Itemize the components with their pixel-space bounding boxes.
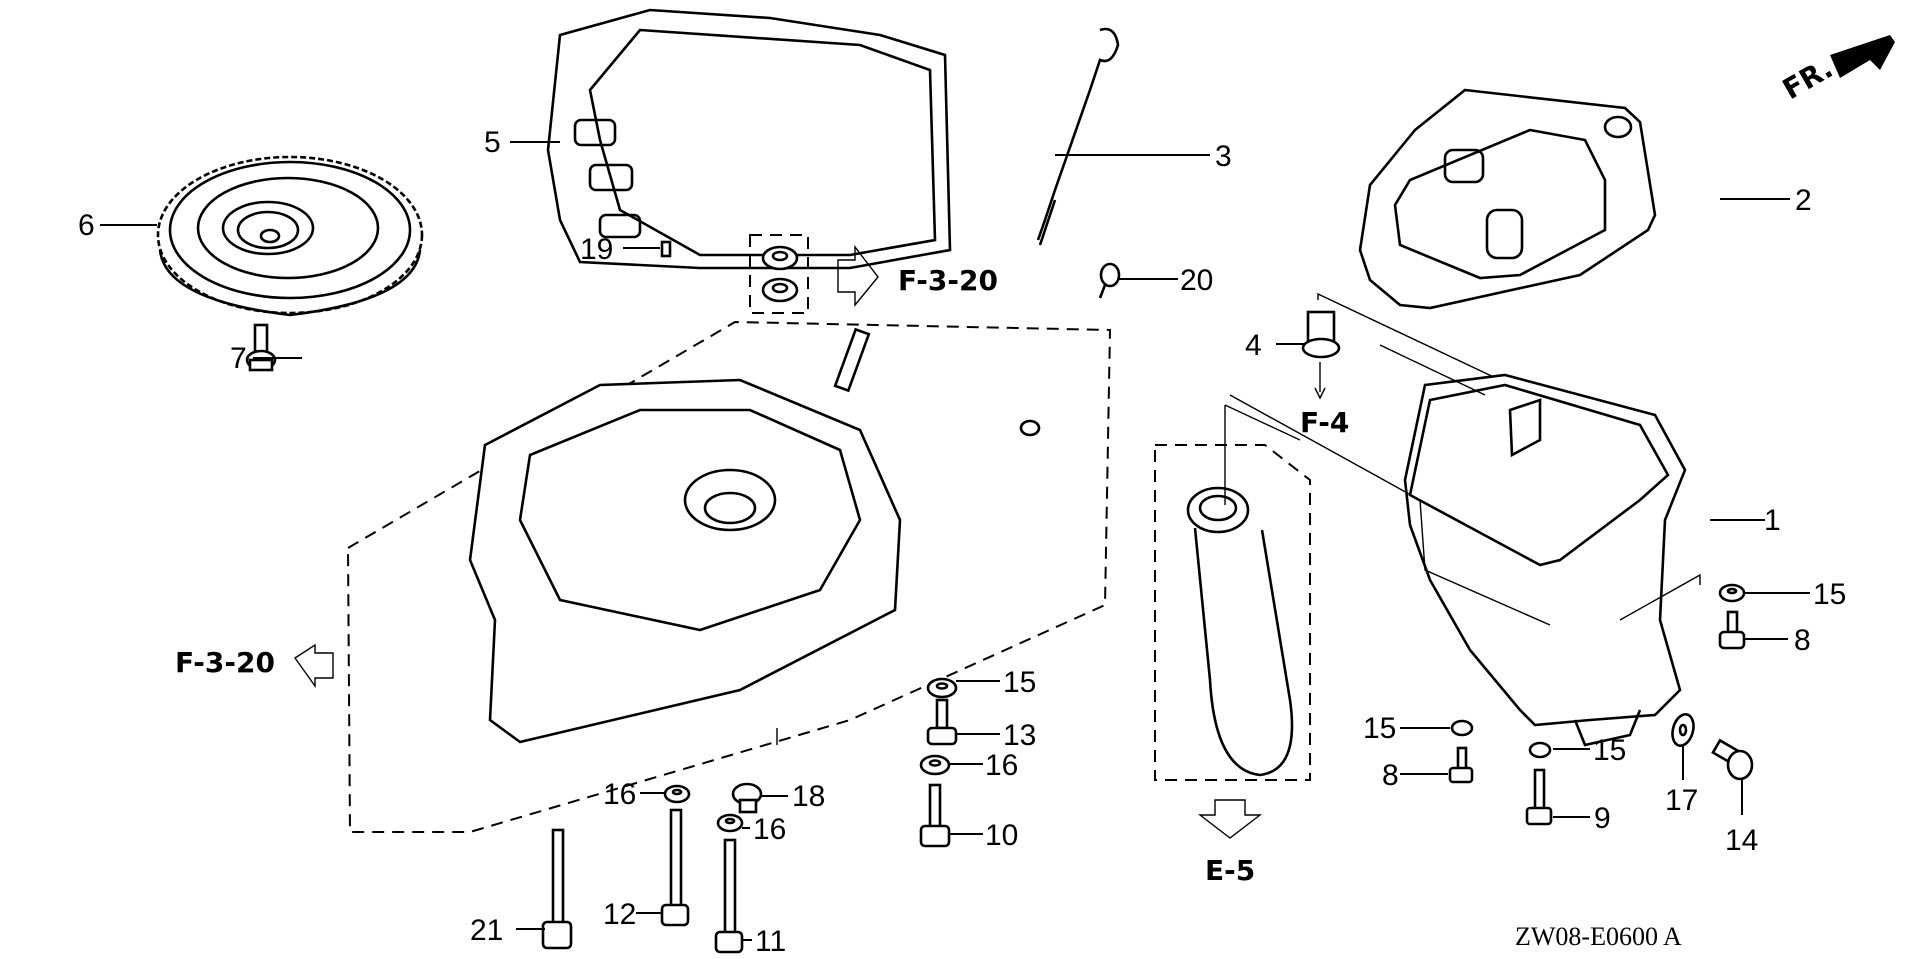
bolt-9-part[interactable] (1525, 768, 1553, 826)
gasket-2-part[interactable] (1358, 88, 1657, 310)
washer-15-right-part[interactable] (1718, 583, 1746, 603)
washer-15-lower-mid-part[interactable] (1528, 741, 1552, 759)
leader-lines (100, 141, 1810, 941)
callout-3[interactable]: 3 (1215, 140, 1232, 173)
ref-plug-f-4[interactable]: F-4 (1300, 406, 1349, 439)
bolt-12-part[interactable] (660, 808, 690, 927)
bolt-13-part[interactable] (926, 698, 958, 746)
callout-19[interactable]: 19 (580, 233, 613, 266)
callout-16-left[interactable]: 16 (603, 778, 636, 811)
callout-8-right[interactable]: 8 (1794, 624, 1811, 657)
callout-15-center[interactable]: 15 (1003, 666, 1036, 699)
oil-pan-assembly-boundary (346, 320, 1112, 833)
arrow-left-icon (294, 643, 334, 689)
flywheel-part[interactable] (156, 155, 424, 317)
callout-12[interactable]: 12 (603, 898, 636, 931)
callout-16-center[interactable]: 16 (985, 749, 1018, 782)
washer-16-center-part[interactable] (919, 754, 951, 776)
diagram-code: ZW08-E0600 A (1515, 922, 1682, 951)
callout-11[interactable]: 11 (755, 925, 786, 958)
bolt-8-right-part[interactable] (1718, 610, 1746, 650)
callout-20[interactable]: 20 (1180, 264, 1213, 297)
front-label: FR. (1777, 52, 1838, 107)
callout-1[interactable]: 1 (1764, 504, 1781, 537)
callout-18[interactable]: 18 (792, 780, 825, 813)
front-direction-indicator: FR. (1777, 35, 1895, 106)
callout-15-lower-mid[interactable]: 15 (1593, 734, 1626, 767)
bolt-7-part[interactable] (245, 323, 277, 372)
bolt-11-part[interactable] (714, 838, 744, 954)
oil-pan-part[interactable] (372, 327, 1041, 818)
bolt-10-part[interactable] (919, 783, 951, 848)
callout-6[interactable]: 6 (78, 209, 95, 242)
ref-seals-f-3-20[interactable]: F-3-20 (898, 264, 998, 297)
arrow-down-icon (1197, 799, 1263, 839)
bolt-8-lower-part[interactable] (1448, 746, 1474, 784)
ref-case-f-3-20[interactable]: F-3-20 (175, 646, 275, 679)
nut-18-part[interactable] (731, 782, 763, 814)
callout-8-lower[interactable]: 8 (1382, 759, 1399, 792)
gasket-5-part[interactable] (546, 8, 952, 270)
arrow-right-icon (837, 244, 879, 307)
callout-15-right[interactable]: 15 (1813, 578, 1846, 611)
dipstick-part[interactable] (1036, 27, 1120, 246)
ref-pipe-e-5[interactable]: E-5 (1205, 854, 1255, 887)
callout-5[interactable]: 5 (484, 126, 501, 159)
bolt-21-part[interactable] (541, 828, 573, 950)
oil-seals-group[interactable] (749, 234, 809, 314)
bolt-20-part[interactable] (1098, 262, 1121, 299)
callout-17[interactable]: 17 (1665, 784, 1698, 817)
callout-2[interactable]: 2 (1795, 184, 1812, 217)
callout-13[interactable]: 13 (1003, 719, 1036, 752)
plug-leader-line (1317, 292, 1501, 381)
oil-pipe-part[interactable] (1154, 444, 1311, 781)
washer-17-part[interactable] (1669, 712, 1697, 748)
washer-15-lower-left-part[interactable] (1450, 719, 1474, 737)
washer-16-left-part[interactable] (663, 784, 691, 804)
oil-case-part[interactable] (1403, 373, 1687, 747)
drain-bolt-14-part[interactable] (1711, 738, 1754, 781)
washer-16-mid-part[interactable] (716, 813, 744, 833)
plug-4-part[interactable] (1301, 310, 1341, 400)
washer-15-center-part[interactable] (926, 677, 958, 699)
front-arrow-icon (1830, 35, 1895, 78)
callout-9[interactable]: 9 (1594, 802, 1611, 835)
callout-14[interactable]: 14 (1725, 824, 1758, 857)
callout-4[interactable]: 4 (1245, 329, 1262, 362)
callout-16-mid[interactable]: 16 (753, 813, 786, 846)
callout-15-lower-left[interactable]: 15 (1363, 712, 1396, 745)
callout-10[interactable]: 10 (985, 819, 1018, 852)
dowel-pin-19-part[interactable] (660, 240, 672, 258)
callout-21[interactable]: 21 (470, 914, 503, 947)
callout-7[interactable]: 7 (230, 342, 247, 375)
